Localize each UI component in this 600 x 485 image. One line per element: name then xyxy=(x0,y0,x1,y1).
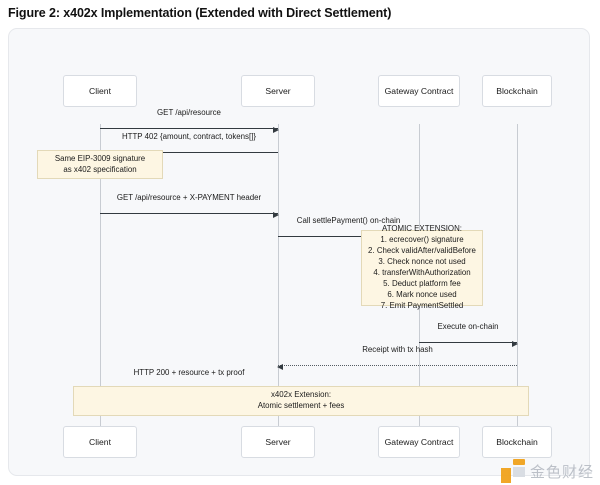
message-arrow-line xyxy=(100,128,278,129)
note-eip3009: Same EIP-3009 signature as x402 specific… xyxy=(37,150,163,179)
message-execute-on-chain: Execute on-chain xyxy=(419,322,518,348)
note-step: 1. ecrecover() signature xyxy=(380,235,464,245)
message-label: HTTP 200 + resource + tx proof xyxy=(133,368,245,377)
participant-gateway-bottom[interactable]: Gateway Contract xyxy=(378,426,460,458)
participant-gateway-top[interactable]: Gateway Contract xyxy=(378,75,460,107)
participant-chain-bottom[interactable]: Blockchain xyxy=(482,426,552,458)
message-label: Call settlePayment() on-chain xyxy=(296,216,401,225)
participant-label: Client xyxy=(89,437,111,447)
participant-label: Blockchain xyxy=(496,86,538,96)
participant-server-bottom[interactable]: Server xyxy=(241,426,315,458)
participant-client-top[interactable]: Client xyxy=(63,75,137,107)
page-title: Figure 2: x402x Implementation (Extended… xyxy=(8,6,392,20)
note-header: ATOMIC EXTENSION: xyxy=(382,224,462,234)
message-arrow-line xyxy=(100,213,278,214)
note-line: x402x Extension: xyxy=(270,390,332,400)
participant-label: Client xyxy=(89,86,111,96)
note-step: 4. transferWithAuthorization xyxy=(373,268,471,277)
sequence-diagram-canvas: Client Server Gateway Contract Blockchai… xyxy=(8,28,590,476)
arrow-head-icon xyxy=(277,364,283,371)
message-receipt-tx-hash: Receipt with tx hash xyxy=(277,345,517,371)
message-label: HTTP 402 {amount, contract, tokens[]} xyxy=(121,132,257,141)
message-label: GET /api/resource + X-PAYMENT header xyxy=(116,193,262,202)
lifeline-client xyxy=(100,124,101,454)
lifeline-server xyxy=(278,124,279,454)
message-label: GET /api/resource xyxy=(157,108,221,117)
note-line: as x402 specification xyxy=(63,164,137,174)
participant-label: Server xyxy=(265,437,291,447)
note-step: 7. Emit PaymentSettled xyxy=(380,300,464,310)
note-atomic-extension: ATOMIC EXTENSION: 1. ecrecover() signatu… xyxy=(361,224,483,310)
watermark: 金色财经 xyxy=(500,459,594,483)
participant-label: Gateway Contract xyxy=(384,86,454,96)
participant-server-top[interactable]: Server xyxy=(241,75,315,107)
note-step: 3. Check nonce not used xyxy=(378,257,466,267)
arrow-head-icon xyxy=(273,127,279,134)
message-arrow-line xyxy=(278,365,517,366)
participant-chain-top[interactable]: Blockchain xyxy=(482,75,552,107)
jinse-logo-icon xyxy=(500,459,525,483)
message-get-with-x-payment: GET /api/resource + X-PAYMENT header xyxy=(100,193,279,219)
note-line: Atomic settlement + fees xyxy=(257,401,345,410)
note-step: 6. Mark nonce used xyxy=(387,289,457,299)
message-arrow-line xyxy=(100,152,278,153)
message-label: Execute on-chain xyxy=(437,322,499,331)
note-x402x-extension: x402x Extension: Atomic settlement + fee… xyxy=(73,386,529,416)
participant-label: Gateway Contract xyxy=(384,437,454,447)
participant-client-bottom[interactable]: Client xyxy=(63,426,137,458)
lifeline-chain xyxy=(517,124,518,454)
arrow-head-icon xyxy=(273,212,279,219)
message-arrow-line xyxy=(419,342,517,343)
note-step: 2. Check validAfter/validBefore xyxy=(368,246,476,256)
message-arrow-line xyxy=(278,236,419,237)
note-step: 5. Deduct platform fee xyxy=(383,278,461,288)
arrow-head-icon xyxy=(512,341,518,348)
message-get-api-resource: GET /api/resource xyxy=(100,108,279,134)
participant-label: Server xyxy=(265,86,291,96)
watermark-text: 金色财经 xyxy=(529,462,594,481)
message-label: Receipt with tx hash xyxy=(362,345,433,354)
participant-label: Blockchain xyxy=(496,437,538,447)
note-line: Same EIP-3009 signature xyxy=(54,153,146,163)
